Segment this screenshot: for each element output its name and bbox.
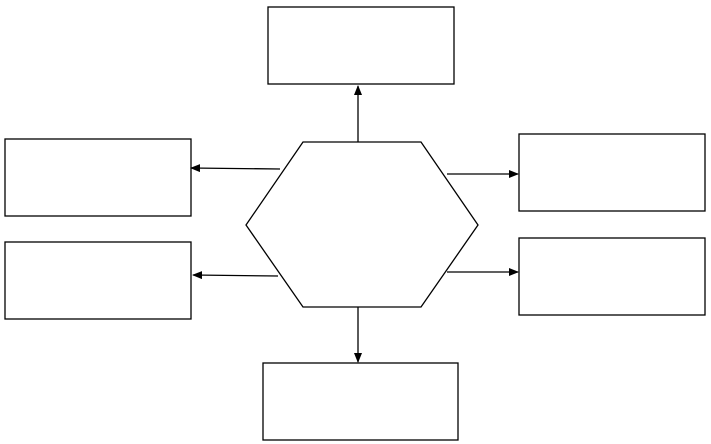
upper-right-box [518, 133, 706, 212]
arrow-to-upper-left-box [190, 164, 281, 173]
top-box [267, 6, 455, 85]
bottom-box [262, 362, 459, 441]
lower-left-box [4, 241, 192, 320]
upper-left-box [4, 138, 192, 217]
center-hexagon [245, 141, 479, 308]
arrow-to-lower-left-box [192, 271, 279, 280]
lower-right-box [518, 237, 706, 316]
